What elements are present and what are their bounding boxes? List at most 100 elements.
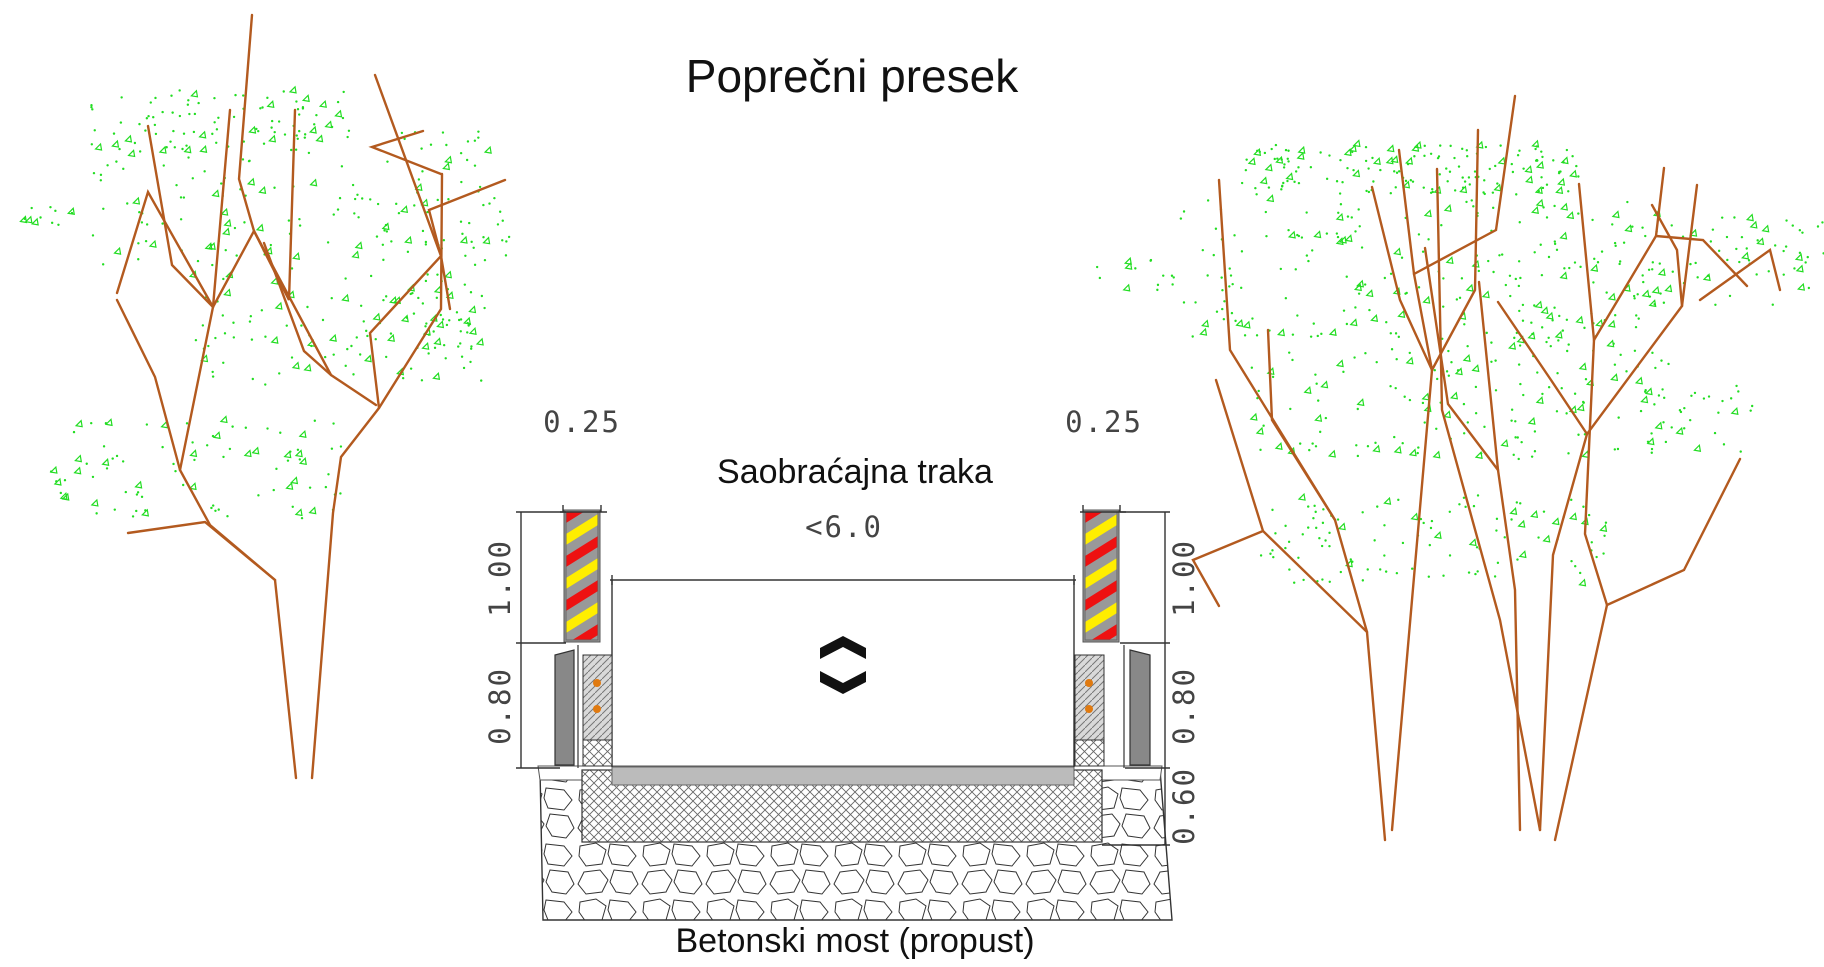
leaf [73,466,82,475]
leaf [1337,522,1346,531]
leaf [1257,389,1260,393]
leaf [1603,534,1606,537]
leaf [330,447,334,450]
leaf [1611,223,1614,226]
leaf [340,165,344,168]
leaf [1557,171,1561,175]
leaf [507,235,511,239]
leaf [1520,440,1523,444]
leaf [308,486,312,489]
leaf [1319,151,1322,154]
leaf [1454,367,1463,376]
leaf [441,131,445,134]
leaf [1654,366,1657,370]
leaf [1404,179,1408,183]
leaf [1622,241,1626,244]
leaf [1337,211,1340,215]
leaf [298,113,301,116]
leaf [1471,364,1480,373]
leaf [1619,353,1622,357]
leaf [90,498,99,507]
leaf [1156,283,1160,287]
leaf [1456,369,1460,372]
leaf [1314,510,1317,514]
leaf [1570,559,1573,563]
leaf [1390,348,1394,351]
leaf [1610,373,1619,382]
leaf [91,234,95,237]
leaf [1250,366,1254,369]
leaf [233,226,237,230]
leaf [1463,323,1466,326]
leaf [1448,510,1451,514]
leaf [243,221,246,224]
leaf [421,170,424,173]
leaf [1462,496,1466,499]
leaf [285,324,288,327]
leaf [1474,572,1477,576]
leaf [1446,180,1449,183]
leaf [1287,228,1290,232]
leaf [313,123,316,126]
leaf [442,238,446,242]
leaf [1383,276,1387,280]
leaf [1722,443,1726,446]
leaf [1541,155,1544,159]
leaf [161,222,164,225]
tree-branch [1577,182,1609,607]
tree-branch [115,298,182,472]
leaf [404,235,413,244]
leaf [118,147,121,151]
leaf [1795,264,1804,273]
leaf [1514,436,1517,439]
leaf [1476,494,1480,497]
leaf [482,236,491,245]
tree-branch [373,73,443,258]
leaf [459,318,463,321]
leaf [1579,265,1582,269]
leaf [477,130,480,133]
leaf [1749,409,1752,412]
leaf [1651,285,1660,294]
leaf [308,125,317,134]
leaf [270,119,274,123]
leaf [1515,193,1518,196]
leaf [1287,540,1291,544]
leaf [1578,571,1582,575]
leaf [1767,270,1770,273]
leaf [1547,255,1551,259]
leaf [1717,249,1721,253]
leaf [74,454,83,463]
leaf [258,185,267,194]
leaf [1403,395,1406,398]
leaf [1735,247,1738,251]
leaf [414,182,423,191]
leaf [1445,256,1454,265]
leaf [1521,303,1525,307]
leaf [1660,359,1663,362]
leaf [270,335,279,344]
tree-branch [1538,183,1699,832]
leaf [1533,430,1537,433]
leaf [172,462,175,466]
leaf [255,127,258,131]
leaf [1364,145,1368,149]
leaf [459,220,463,223]
leaf [1577,433,1580,436]
leaf [417,296,420,300]
leaf [1317,399,1320,402]
leaf [1545,183,1549,186]
leaf [224,248,227,252]
leaf [1461,176,1464,179]
leaf [126,202,129,205]
leaf [1285,172,1294,181]
leaf [1392,286,1401,295]
leaf [1713,431,1717,435]
leaf [1535,198,1544,207]
leaf [296,137,299,140]
leaf [222,361,225,364]
leaf [144,239,148,243]
leaf [1395,571,1399,575]
leaf [1614,314,1617,317]
right-curb [1074,645,1151,768]
